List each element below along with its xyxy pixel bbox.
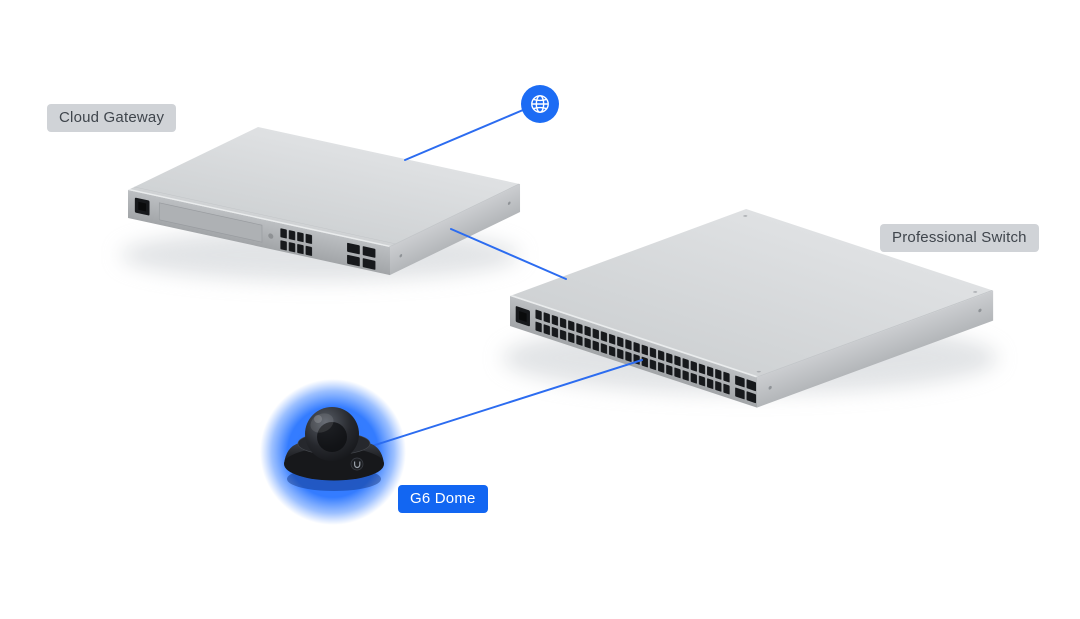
g6-dome-label: G6 Dome — [398, 485, 488, 513]
camera-dome-highlight — [310, 413, 334, 433]
cloud-gateway-label: Cloud Gateway — [47, 104, 177, 132]
professional-switch-label: Professional Switch — [880, 224, 1039, 252]
gateway-rj45-ports — [279, 226, 314, 259]
connection-gateway-to-switch — [450, 228, 567, 280]
internet-node — [521, 85, 559, 123]
gateway-drive-tray — [158, 202, 263, 243]
ubiquiti-u-icon — [354, 461, 361, 469]
switch-rj45-ports — [534, 308, 731, 397]
gateway-side-face — [390, 184, 521, 275]
switch-sfp-port — [746, 391, 757, 404]
connection-internet-to-gateway — [404, 109, 524, 161]
gateway-sfp-port — [362, 246, 376, 258]
gateway-sfp-port — [362, 258, 376, 270]
connection-switch-to-camera — [371, 359, 643, 447]
camera-lens — [317, 422, 347, 452]
globe-icon — [531, 95, 549, 113]
camera-base-bottom — [284, 447, 384, 481]
g6-dome-camera — [284, 407, 384, 491]
cloud-gateway-device — [128, 127, 521, 276]
switch-sfp-port — [735, 387, 745, 400]
professional-switch-device — [510, 209, 994, 408]
gateway-sfp-port — [347, 242, 360, 255]
switch-sfp-port — [735, 375, 745, 388]
camera-logo-badge — [350, 457, 364, 471]
switch-side-face — [757, 290, 994, 408]
gateway-top-face — [128, 127, 521, 248]
gateway-sfp-port — [347, 254, 360, 267]
switch-sfp-port — [746, 379, 757, 392]
